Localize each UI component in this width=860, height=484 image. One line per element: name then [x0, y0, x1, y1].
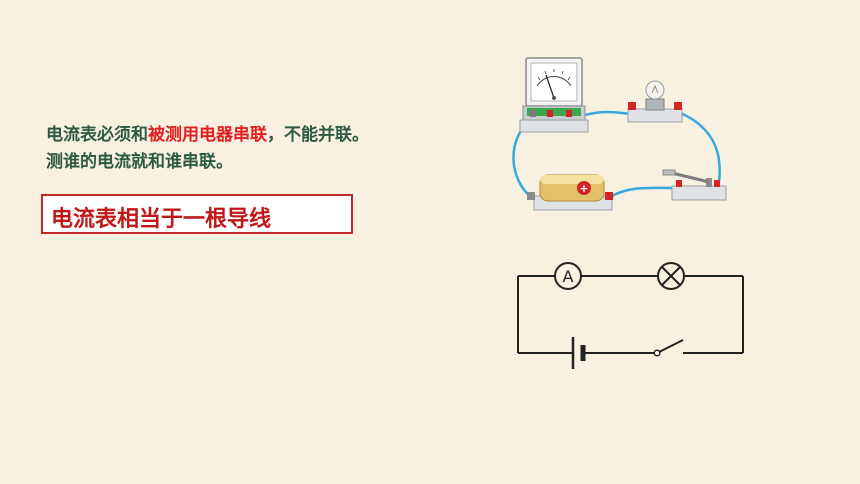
circuit-schematic: [517, 275, 744, 354]
rule-line-1-end: ，不能并联。: [267, 125, 369, 145]
ammeter-icon: [519, 57, 589, 133]
rule-line-1: 电流表必须和被测用电器串联，不能并联。: [46, 120, 369, 145]
key-point-text: 电流表相当于一根导线: [51, 207, 272, 232]
rule-line-1-start: 电流表必须和: [46, 125, 148, 145]
bulb-icon: [627, 80, 683, 123]
switch-symbol-icon: [653, 339, 684, 357]
battery-icon: +: [527, 174, 613, 211]
rule-line-2: 测谁的电流就和谁串联。: [46, 152, 233, 172]
lamp-symbol-icon: [657, 262, 685, 290]
ammeter-symbol-label: A: [563, 267, 574, 286]
rule-line-1-highlight: 被测用电器串联: [148, 125, 267, 145]
battery-symbol-icon: [571, 337, 586, 369]
switch-icon: [662, 169, 727, 201]
key-point-box: 电流表相当于一根导线: [41, 194, 353, 234]
svg-text:+: +: [579, 182, 588, 195]
ammeter-symbol-icon: A: [554, 262, 582, 290]
